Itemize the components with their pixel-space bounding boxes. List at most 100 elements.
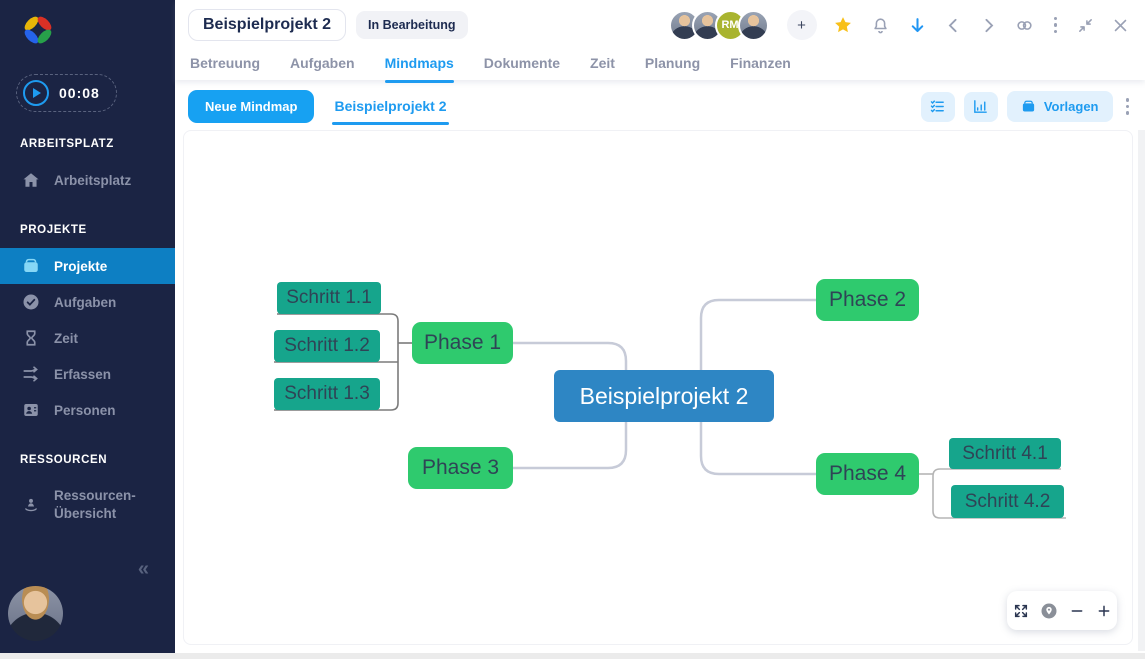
toolbar-actions: Vorlagen <box>920 91 1134 122</box>
hourglass-icon <box>26 330 36 346</box>
status-badge[interactable]: In Bearbeitung <box>356 11 468 39</box>
plus-icon <box>1098 605 1109 616</box>
sidebar-item-ressourcen-uebersicht[interactable]: Ressourcen-Übersicht <box>0 478 160 532</box>
mindmap-node-schritt-4-2[interactable]: Schritt 4.2 <box>951 485 1064 518</box>
tab-dokumente[interactable]: Dokumente <box>483 55 561 71</box>
mindmap-tab-beispielprojekt-2[interactable]: Beispielprojekt 2 <box>332 89 449 125</box>
minimize-window-button[interactable] <box>1075 15 1096 36</box>
logo-petals <box>24 16 52 44</box>
user-avatar[interactable] <box>8 586 63 641</box>
sidebar-item-personen[interactable]: Personen <box>0 392 175 428</box>
chevron-left-icon <box>948 18 957 32</box>
tracking-arrows-icon <box>23 366 38 382</box>
person-pin-icon <box>25 499 37 512</box>
mindmap-node-schritt-1-3[interactable]: Schritt 1.3 <box>274 378 380 410</box>
add-member-button[interactable]: + <box>786 10 817 40</box>
awork-logo-icon[interactable] <box>20 12 56 48</box>
tab-betreuung[interactable]: Betreuung <box>190 55 260 71</box>
tab-zeit[interactable]: Zeit <box>590 55 615 71</box>
play-icon[interactable] <box>23 80 49 106</box>
header-actions: RM + <box>668 9 1132 41</box>
mindmap-node-root[interactable]: Beispielprojekt 2 <box>554 370 774 422</box>
mindmap-node-schritt-1-2[interactable]: Schritt 1.2 <box>274 330 380 362</box>
star-icon <box>834 17 851 33</box>
gantt-chart-icon <box>974 100 988 113</box>
zoom-controls <box>1007 591 1117 630</box>
check-circle-icon <box>23 294 39 310</box>
mindmap-node-phase-4[interactable]: Phase 4 <box>816 453 919 495</box>
zoom-out-button[interactable] <box>1069 603 1085 619</box>
header-more-menu-button[interactable] <box>1050 13 1062 38</box>
new-mindmap-button[interactable]: Neue Mindmap <box>188 90 315 123</box>
collapse-sidebar-button[interactable]: « <box>137 558 149 580</box>
sidebar-item-label: Arbeitsplatz <box>54 172 132 188</box>
collapse-arrows-icon <box>1079 18 1092 32</box>
mindmap-node-phase-3[interactable]: Phase 3 <box>408 447 513 489</box>
briefcase-icon <box>24 258 38 272</box>
timer-value: 00:08 <box>59 85 100 101</box>
time-tracker-widget[interactable]: 00:08 <box>16 74 117 112</box>
sidebar-item-erfassen[interactable]: Erfassen <box>0 356 175 392</box>
nav-forward-button[interactable] <box>978 15 999 36</box>
center-map-button[interactable] <box>1040 602 1058 620</box>
download-button[interactable] <box>906 14 929 37</box>
location-pin-icon <box>1041 603 1056 618</box>
sidebar-item-arbeitsplatz[interactable]: Arbeitsplatz <box>0 162 175 198</box>
vorlagen-label: Vorlagen <box>1043 99 1099 114</box>
minus-icon <box>1071 609 1082 612</box>
tab-finanzen[interactable]: Finanzen <box>730 55 791 71</box>
toolbar-more-menu-button[interactable] <box>1122 94 1134 119</box>
sidebar-item-label: Projekte <box>54 258 108 274</box>
tab-mindmaps[interactable]: Mindmaps <box>384 55 455 83</box>
sidebar-item-aufgaben[interactable]: Aufgaben <box>0 284 175 320</box>
mindmap-canvas[interactable]: Schritt 1.1 Schritt 1.2 Schritt 1.3 Phas… <box>183 130 1133 645</box>
sidebar-item-label: Aufgaben <box>54 294 117 310</box>
arrow-down-icon <box>911 17 923 32</box>
sidebar-item-label: Erfassen <box>54 366 112 382</box>
mindmap-node-phase-1[interactable]: Phase 1 <box>412 322 513 364</box>
mindmap-toolbar: Neue Mindmap Beispielprojekt 2 <box>175 88 1133 125</box>
member-avatars: RM <box>668 9 769 41</box>
link-icon <box>1016 20 1032 30</box>
chevron-right-icon <box>984 18 993 32</box>
sidebar-item-zeit[interactable]: Zeit <box>0 320 175 356</box>
project-header: Beispielprojekt 2 In Bearbeitung RM + <box>175 0 1145 83</box>
tab-aufgaben[interactable]: Aufgaben <box>290 55 355 71</box>
person-card-icon <box>24 404 38 416</box>
checklist-icon <box>931 100 945 113</box>
chart-view-button[interactable] <box>963 91 998 122</box>
close-icon <box>1114 19 1127 31</box>
mindmap-node-schritt-4-1[interactable]: Schritt 4.1 <box>949 438 1061 469</box>
fit-screen-button[interactable] <box>1013 603 1029 619</box>
copy-link-button[interactable] <box>1013 14 1036 37</box>
zoom-in-button[interactable] <box>1096 603 1112 619</box>
list-view-button[interactable] <box>920 91 955 122</box>
home-icon <box>23 173 39 187</box>
sidebar: 00:08 ARBEITSPLATZ Arbeitsplatz PROJEKTE… <box>0 0 175 653</box>
tab-planung[interactable]: Planung <box>644 55 701 71</box>
close-button[interactable] <box>1110 15 1131 36</box>
sidebar-item-label: Personen <box>54 402 116 418</box>
avatar[interactable] <box>737 9 769 41</box>
section-label-projekte: PROJEKTE <box>20 224 87 236</box>
nav-back-button[interactable] <box>943 15 964 36</box>
vertical-scrollbar[interactable] <box>1138 130 1145 651</box>
bell-icon <box>873 17 887 33</box>
project-title[interactable]: Beispielprojekt 2 <box>188 9 347 41</box>
sidebar-nav: ARBEITSPLATZ Arbeitsplatz PROJEKTE Proje… <box>0 128 175 532</box>
horizontal-scrollbar[interactable] <box>0 653 1145 659</box>
favorite-button[interactable] <box>831 13 855 37</box>
expand-icon <box>1014 604 1027 617</box>
project-tabs: Betreuung Aufgaben Mindmaps Dokumente Ze… <box>175 41 1145 83</box>
sidebar-item-label: Ressourcen-Übersicht <box>54 488 136 522</box>
vorlagen-button[interactable]: Vorlagen <box>1006 91 1113 122</box>
mindmap-node-schritt-1-1[interactable]: Schritt 1.1 <box>277 282 381 314</box>
sidebar-item-label: Zeit <box>54 330 79 346</box>
sidebar-item-projekte[interactable]: Projekte <box>0 248 175 284</box>
templates-box-icon <box>1022 100 1034 112</box>
mindmap-node-phase-2[interactable]: Phase 2 <box>816 279 919 321</box>
notifications-button[interactable] <box>869 14 892 37</box>
section-label-arbeitsplatz: ARBEITSPLATZ <box>20 138 114 150</box>
section-label-ressourcen: RESSOURCEN <box>20 454 108 466</box>
